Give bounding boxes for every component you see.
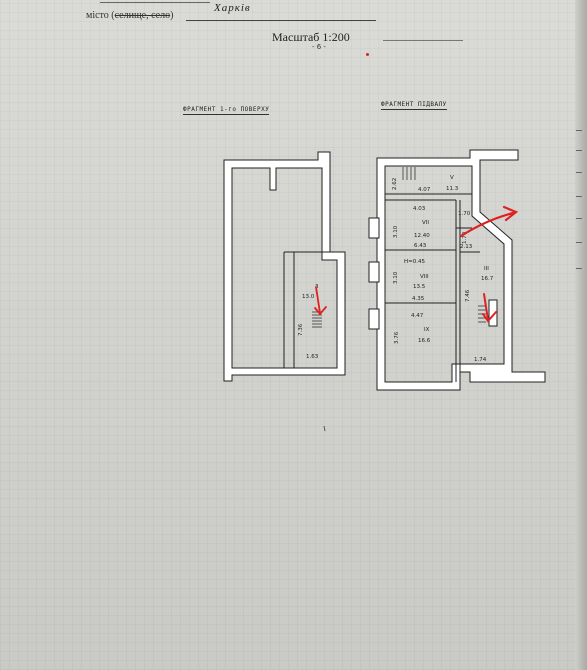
ff-dim-bottom: 1.63 — [306, 354, 319, 360]
edge-tick — [576, 268, 582, 269]
basement-vent — [488, 299, 498, 327]
scale-label: Масштаб 1:200 — [272, 30, 350, 44]
ff-room-area: 13.0 — [302, 294, 315, 300]
room-v-dim-bottom: 4.07 — [418, 187, 431, 193]
basement-outer-walls — [376, 149, 546, 391]
room-vii-dim-left: 3.10 — [393, 225, 399, 238]
room-vii-dim-side: 1.70 — [462, 231, 468, 244]
pencil-mark — [323, 425, 326, 432]
ff-room-number: 3 — [315, 284, 319, 290]
place-label-pre: місто ( — [86, 10, 115, 21]
first-floor-walls — [223, 151, 346, 382]
place-label-post: ) — [170, 10, 174, 21]
room-ix-number: IX — [424, 327, 430, 333]
room-vii-number: VII — [422, 220, 429, 226]
room-v-area: 11.3 — [446, 186, 459, 192]
basement-plan — [368, 149, 546, 391]
city-underline — [186, 20, 376, 21]
basement-title: ФРАГМЕНТ ПІДВАЛУ — [381, 101, 447, 110]
basement-window-2 — [368, 261, 380, 283]
edge-tick — [576, 130, 582, 131]
room-iii-area: 16.7 — [481, 276, 494, 282]
red-arrow-icon — [459, 205, 519, 238]
basement-window-1 — [368, 217, 380, 239]
room-viii-dim-top: H=0.45 — [404, 259, 425, 265]
room-v-dim-left: 2.62 — [392, 178, 398, 190]
edge-tick — [576, 150, 582, 151]
first-floor-plan — [223, 151, 346, 382]
room-iii-dim-bottom: 1.74 — [474, 357, 487, 363]
ff-dim-vertical: 7.36 — [298, 323, 304, 336]
room-vii-dim-top: 4.03 — [413, 206, 426, 212]
edge-tick — [576, 196, 582, 197]
place-label-strike: селище, село — [114, 10, 171, 21]
red-arrow-icon — [482, 293, 497, 323]
scale-mark: - 6 - — [312, 43, 326, 51]
room-viii-number: VIII — [420, 274, 429, 280]
red-arrow-icon — [314, 286, 327, 316]
room-vii-area: 6.43 — [414, 243, 427, 249]
place-type-label: місто (селище, село) — [86, 10, 173, 21]
room-viii-dim-left: 3.10 — [393, 271, 399, 284]
edge-tick — [576, 218, 582, 219]
room-iii-number: III — [484, 266, 489, 272]
room-ix-area: 16.6 — [418, 338, 431, 344]
room-v-number: V — [450, 175, 454, 181]
room-vii-dim-width: 12.40 — [414, 233, 430, 239]
room-ix-dim-left: 3.76 — [394, 331, 400, 344]
edge-tick — [576, 242, 582, 243]
first-floor-title: ФРАГМЕНТ 1-го ПОВЕРХУ — [183, 106, 270, 115]
door-dim: 1.70 — [458, 211, 471, 217]
basement-window-3 — [368, 308, 380, 330]
red-dot-mark — [366, 53, 369, 56]
header-top-line — [100, 2, 210, 3]
room-vii-dim-side-2: 2.13 — [460, 244, 473, 250]
stair-icon — [312, 311, 322, 328]
edge-tick — [576, 172, 582, 173]
scale-underline — [383, 40, 463, 41]
city-name: Харків — [214, 2, 251, 14]
room-ix-dim-top: 4.47 — [411, 313, 424, 319]
room-viii-dim-width: 4.35 — [412, 296, 425, 302]
room-viii-area: 13.5 — [413, 284, 426, 290]
stair-icon — [402, 167, 486, 323]
room-iii-dim-right: 7.46 — [465, 289, 471, 302]
paper-edge — [575, 0, 587, 670]
